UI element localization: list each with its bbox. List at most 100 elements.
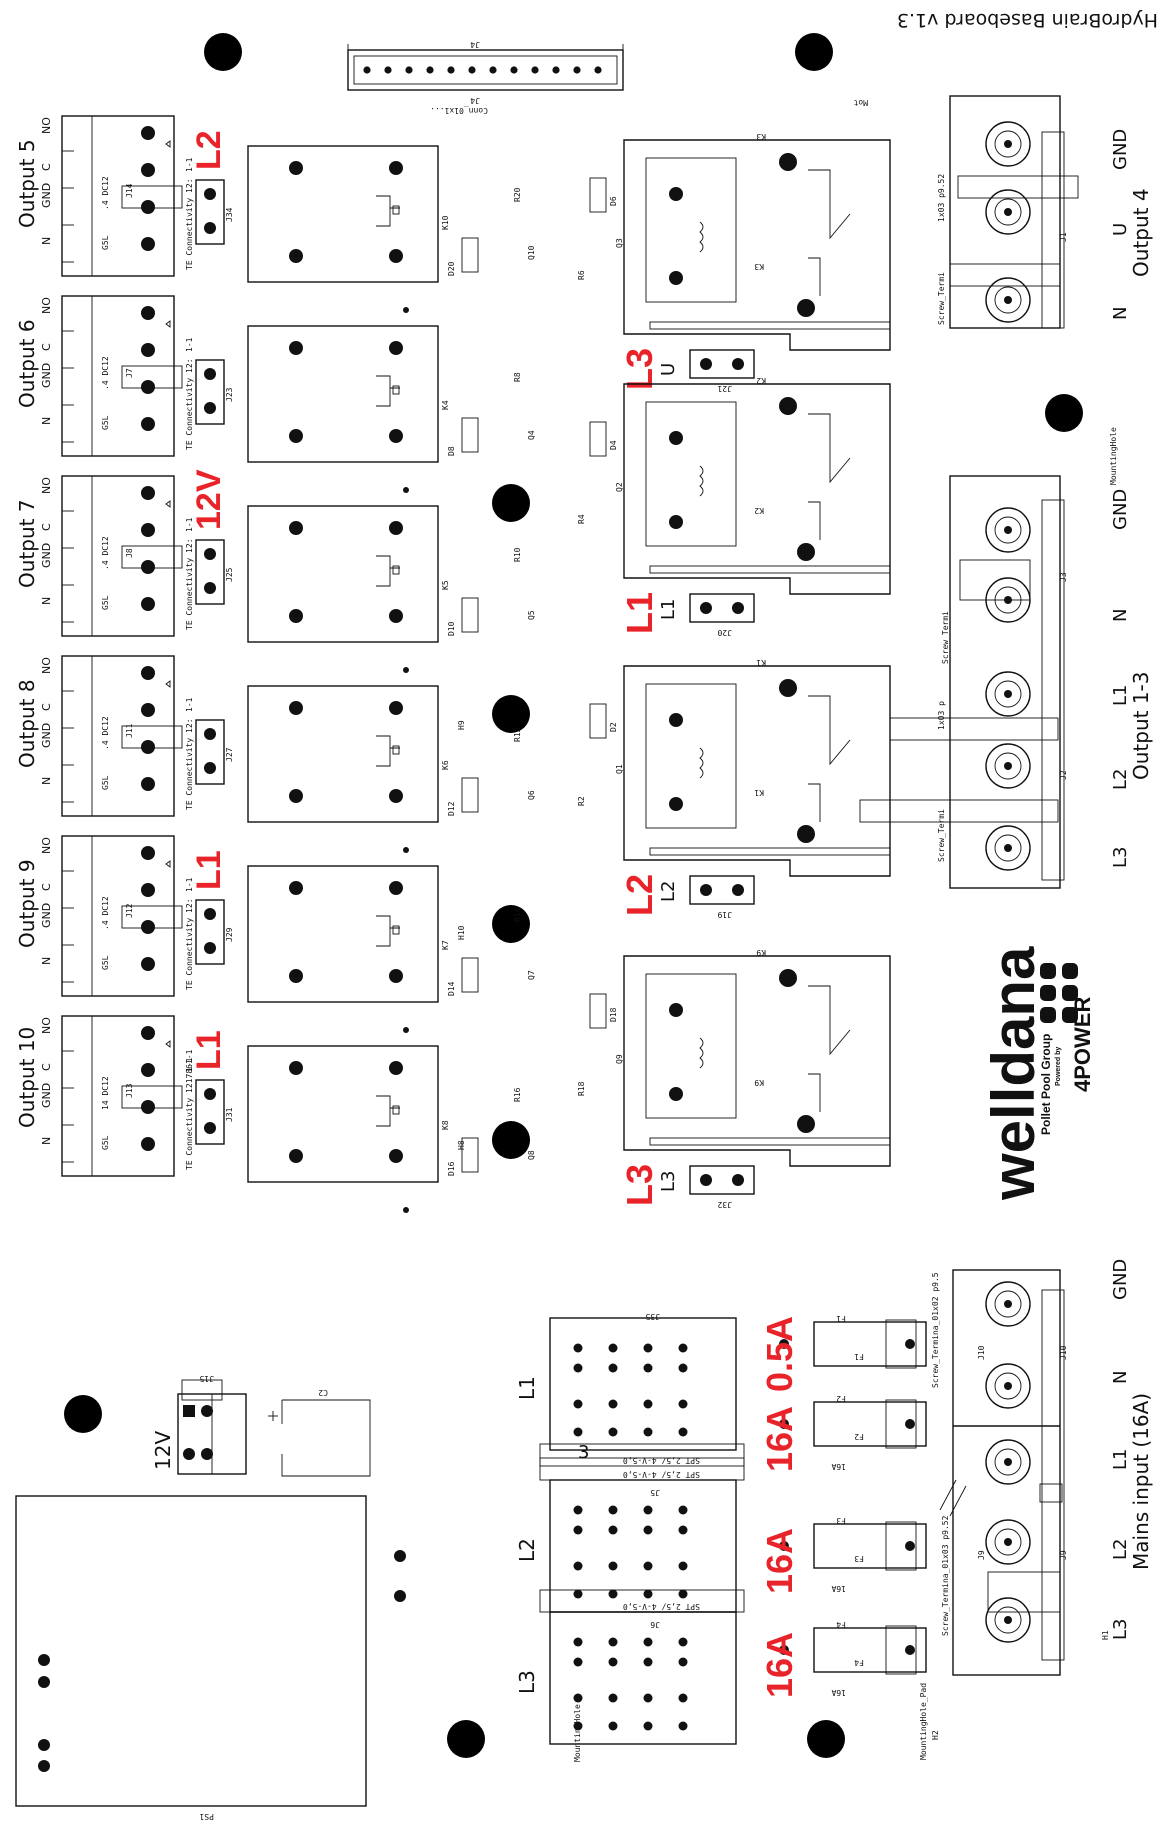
fuse-pin [779,1541,789,1551]
output-pin-label: GND [40,363,53,388]
distribution-pin [608,1505,618,1515]
big-relay-jumper-label: L2 [658,881,679,902]
output13-silk2: 1x03 p [937,701,946,730]
terminal-screw-hole [1004,1382,1012,1390]
output-terminal-pin [141,306,155,320]
distribution-pin [643,1525,653,1535]
output-label: Output 9 [15,859,39,948]
jumper-box [195,1079,225,1145]
output4-terminal [949,95,1079,329]
relay-coil [376,375,400,407]
via [403,1027,409,1033]
logo-powered: Powered by [1055,1047,1062,1086]
te-pin-silk: 1-1 [185,1057,194,1072]
diode-ref: D10 [447,621,456,636]
distribution-pin [643,1363,653,1373]
terminal-pin-label: L1 [1110,1449,1131,1470]
distribution-pin [608,1525,618,1535]
big-relay-bar [649,1137,891,1146]
distribution-pin [678,1525,688,1535]
distribution-pin [678,1343,688,1353]
big-relay-contact [808,695,851,822]
distribution-pin [608,1637,618,1647]
diode-body [461,1137,479,1173]
header-pin [573,66,581,74]
relay-pin [289,521,303,535]
distribution-pin [678,1427,688,1437]
relay-pin [289,881,303,895]
big-relay-jumper [689,593,755,623]
header-pin [552,66,560,74]
psu-ref: PS1 [199,1812,214,1821]
jumper-pin [204,728,216,740]
big-relay-contact [808,413,851,540]
big-relay-jumper-pin [732,602,744,614]
relay-pin [389,161,403,175]
output13-screws [985,507,1031,871]
j4-ref: J4 [470,40,480,49]
mot-label: Mot [853,98,868,107]
diode-ref: D8 [447,446,456,456]
resistor-ref: R14 [513,907,522,922]
relay-footprint [247,145,439,283]
jumper-pin [204,402,216,414]
diode-ref: D16 [447,1161,456,1176]
output-terminal [61,1015,175,1177]
relay-pin [389,429,403,443]
mains-ref-j10b: J10 [977,1345,986,1360]
distribution-silk: SPT 2,5/ 4-V-5,0 [623,1470,700,1479]
output-terminal-pin [141,126,155,140]
distribution-pin [573,1657,583,1667]
output-pin-label: GND [40,183,53,208]
distribution-pin [573,1693,583,1703]
output-terminal [61,115,175,277]
terminal-screw [985,507,1031,553]
distribution-pin [608,1589,618,1599]
distribution-pin [643,1399,653,1409]
relay-coil [376,195,400,227]
relay-footprint [247,505,439,643]
fuse-cap [885,1319,917,1369]
big-relay-pin [669,515,683,529]
big-relay-diode: D4 [609,440,618,450]
jumper-box [195,179,225,245]
distribution-pin [643,1721,653,1731]
big-relay-outline [623,955,891,1167]
relay-coil-pad [392,1105,400,1115]
terminal-pin-label: GND [1110,489,1131,530]
jumper-box [195,899,225,965]
big-relay-diode: D18 [609,1007,618,1022]
terminal-screw [985,1519,1031,1565]
diode-body [461,777,479,813]
big-relay-jumper-pin [700,1174,712,1186]
output-label: Output 8 [15,679,39,768]
output-pin-label: NO [40,657,53,674]
big-relay-outline [623,665,891,877]
relay-pin [289,429,303,443]
diode-ref: D20 [447,261,456,276]
big-relay-contact [808,985,851,1112]
mounting-hole-label-2: MountingHole [573,1704,582,1762]
transistor-ref: Q4 [527,430,536,440]
big-relay-jumper-pin [732,1174,744,1186]
relay-ref: K4 [441,400,450,410]
relay-coil-pad [392,565,400,575]
big-relay-jumper-pin [700,358,712,370]
big-relay-outline [623,139,891,351]
relay-pin [389,609,403,623]
distribution-pin [608,1427,618,1437]
distribution-pin [573,1561,583,1571]
big-relay-pin [779,679,797,697]
jumper-pin [204,368,216,380]
big-relay-transistor: Q9 [615,1054,624,1064]
terminal-screw-hole [1004,844,1012,852]
phase-label: L2 [190,130,228,170]
header-pin [531,66,539,74]
